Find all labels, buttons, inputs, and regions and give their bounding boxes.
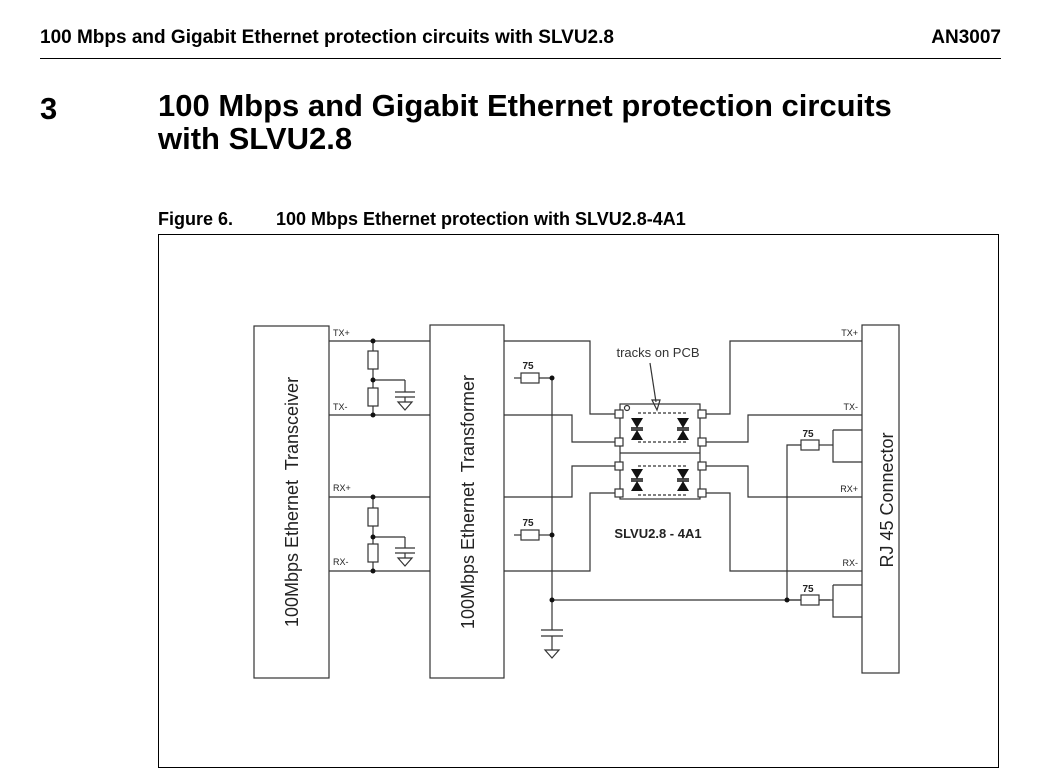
transformer-block (429, 324, 505, 679)
signal-label-left-tx-minus: TX- (333, 402, 348, 412)
section-title-line-1: 100 Mbps and Gigabit Ethernet protection… (158, 88, 892, 123)
resistor-value-right-top: 75 (802, 429, 814, 440)
connector-label: RJ 45 Connector (877, 432, 897, 567)
figure-frame (158, 234, 999, 768)
device-label: SLVU2.8 - 4A1 (614, 526, 701, 541)
section-title: 100 Mbps and Gigabit Ethernet protection… (158, 89, 998, 155)
figure-caption-text: 100 Mbps Ethernet protection with SLVU2.… (276, 209, 686, 229)
resistor-value-right-bottom: 75 (802, 584, 814, 595)
tracks-on-pcb-label: tracks on PCB (616, 345, 699, 360)
transceiver-block (253, 325, 330, 679)
signal-label-right-tx-minus: TX- (844, 402, 859, 412)
header-rule (40, 58, 1001, 59)
figure-number: Figure 6. (158, 209, 234, 229)
signal-label-right-rx-plus: RX+ (840, 484, 858, 494)
document-id: AN3007 (931, 27, 1001, 48)
signal-label-left-rx-plus: RX+ (333, 483, 351, 493)
figure-caption: Figure 6. 100 Mbps Ethernet protection wi… (158, 209, 686, 230)
signal-label-left-tx-plus: TX+ (333, 328, 350, 338)
signal-label-right-rx-minus: RX- (843, 558, 859, 568)
resistor-value-top: 75 (522, 361, 534, 372)
transformer-label: 100Mbps Ethernet Transformer (458, 375, 478, 629)
section-number: 3 (40, 91, 58, 126)
connector-block (861, 324, 900, 674)
section-title-line-2: with SLVU2.8 (158, 121, 353, 156)
signal-label-left-rx-minus: RX- (333, 557, 349, 567)
transceiver-label: 100Mbps Ethernet Transceiver (282, 377, 302, 627)
signal-label-right-tx-plus: TX+ (841, 328, 858, 338)
running-header-title: 100 Mbps and Gigabit Ethernet protection… (40, 27, 614, 48)
resistor-value-bottom: 75 (522, 518, 534, 529)
